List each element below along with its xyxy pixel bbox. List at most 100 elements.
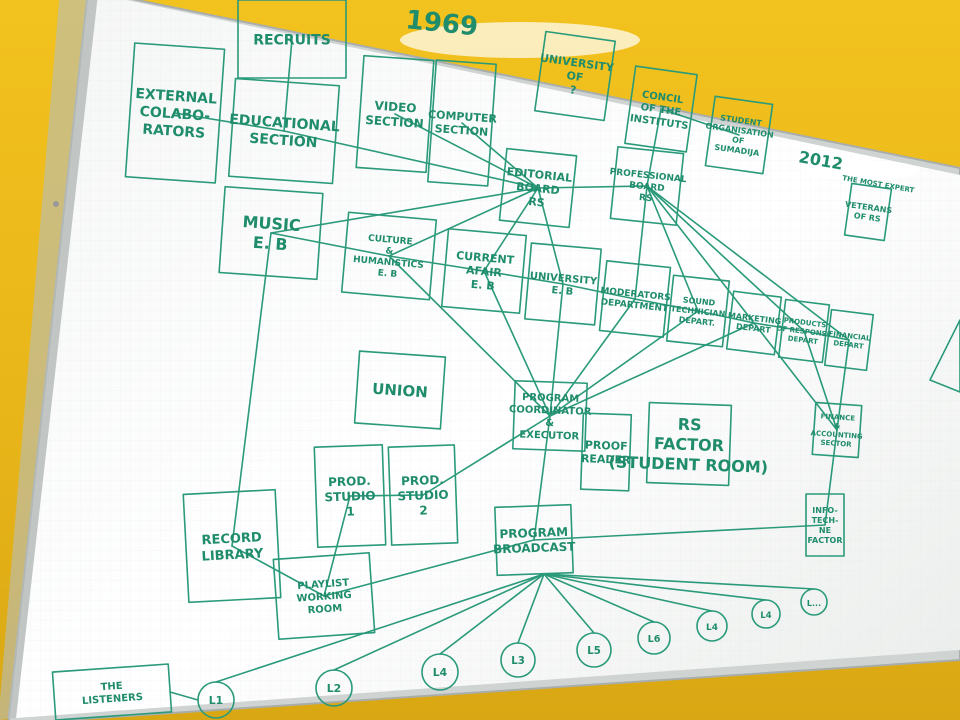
node-recruits: RECRUITS — [237, 0, 347, 79]
node-box — [355, 54, 435, 174]
node-label: RECORD — [201, 530, 262, 548]
listener-circle — [696, 610, 728, 642]
node-label: DEPART. — [678, 315, 715, 328]
connector-video-editorial — [394, 113, 539, 189]
node-label: OF RS — [853, 211, 881, 224]
node-label: OF — [566, 69, 585, 84]
node-label: EXTERNAL — [135, 86, 218, 108]
connector-current-program_coord — [483, 270, 551, 417]
connector-culture-program_coord — [388, 255, 551, 417]
node-box — [218, 185, 324, 281]
node-label: E. B — [551, 285, 574, 298]
connector-editorial-culture — [388, 187, 539, 257]
connector-sound-program_coord — [549, 310, 699, 417]
node-union: UNION — [353, 350, 447, 430]
node-label: BROADCAST — [493, 540, 577, 557]
connector-professional-sound — [646, 185, 699, 312]
listener-label: L... — [807, 599, 821, 608]
node-box — [533, 30, 617, 122]
node-label: DEPART — [833, 339, 864, 351]
listener-circle — [421, 653, 459, 691]
listener-label: L5 — [587, 646, 601, 657]
connector-university_eb-program_coord — [549, 283, 564, 417]
node-box — [704, 95, 774, 175]
listener-link — [517, 573, 545, 644]
listener-label: L4 — [760, 610, 771, 620]
node-box — [272, 551, 376, 641]
node-box — [182, 488, 282, 604]
listener-link — [543, 573, 595, 634]
node-label: ACCOUNTING — [810, 429, 863, 441]
partial-shape-right — [929, 319, 960, 393]
listener-label: L6 — [648, 634, 661, 645]
connector-culture-current — [388, 255, 485, 272]
node-label: & — [834, 422, 841, 430]
node-label: FINANCE — [820, 412, 855, 422]
node-label: SECTOR — [820, 439, 852, 449]
listener-label: L4 — [433, 666, 448, 679]
node-label: RECRUITS — [253, 32, 331, 48]
node-label: SECTION — [365, 113, 424, 131]
listener-circle — [800, 588, 828, 616]
node-label: E. B — [377, 268, 397, 280]
node-label: THE — [100, 681, 123, 694]
connector-products-financial — [803, 330, 850, 341]
node-label: RS — [677, 415, 701, 435]
node-label: RATORS — [142, 122, 206, 142]
node-label: E. B — [252, 233, 288, 254]
node-label: & — [385, 246, 394, 257]
connector-prod1-prod2 — [349, 494, 424, 497]
node-label: SECTION — [249, 131, 318, 152]
board-left-rail — [0, 0, 98, 720]
node-label: INFO- — [812, 506, 837, 515]
node-label: FACTOR — [807, 536, 842, 545]
listener-circle — [315, 669, 353, 707]
node-label: CURRENT — [456, 249, 516, 267]
node-label: PROD. — [401, 473, 444, 488]
node-label: COLABO- — [139, 104, 211, 125]
listener-label: L2 — [327, 682, 341, 695]
node-label: PROGRAM — [522, 392, 580, 405]
node-box — [624, 65, 698, 153]
node-label: PROD. — [328, 474, 371, 489]
connector-broadcast-infotech — [533, 524, 826, 541]
listener-label: L4 — [706, 623, 718, 633]
listener-link — [333, 573, 545, 671]
node-box — [237, 0, 347, 79]
node-label: EXECUTOR — [519, 429, 580, 442]
connector-finance_sector-infotech — [824, 429, 838, 526]
node-label: 1 — [346, 504, 355, 518]
light-glare — [400, 22, 640, 58]
listener-circle — [751, 599, 781, 629]
node-label: SECTION — [434, 122, 488, 139]
node-label: ? — [569, 83, 577, 97]
whiteboard-grid — [16, 0, 960, 718]
node-label: LISTENERS — [82, 692, 144, 707]
connector-current-university_eb — [483, 270, 564, 285]
connector-marketing-finance_sector — [753, 322, 838, 431]
connector-music-record — [231, 232, 272, 547]
node-box — [512, 379, 588, 453]
node-label: DEPART — [787, 334, 818, 346]
wall-screw — [53, 201, 59, 207]
node-box — [598, 260, 672, 338]
node-box — [498, 147, 578, 229]
node-box — [805, 493, 845, 557]
node-label: SOUND — [682, 295, 716, 307]
connector-financial-finance_sector — [836, 339, 850, 431]
node-label: RS — [528, 195, 546, 210]
node-box — [579, 412, 633, 492]
node-box — [524, 242, 602, 326]
listener-link — [439, 573, 545, 655]
